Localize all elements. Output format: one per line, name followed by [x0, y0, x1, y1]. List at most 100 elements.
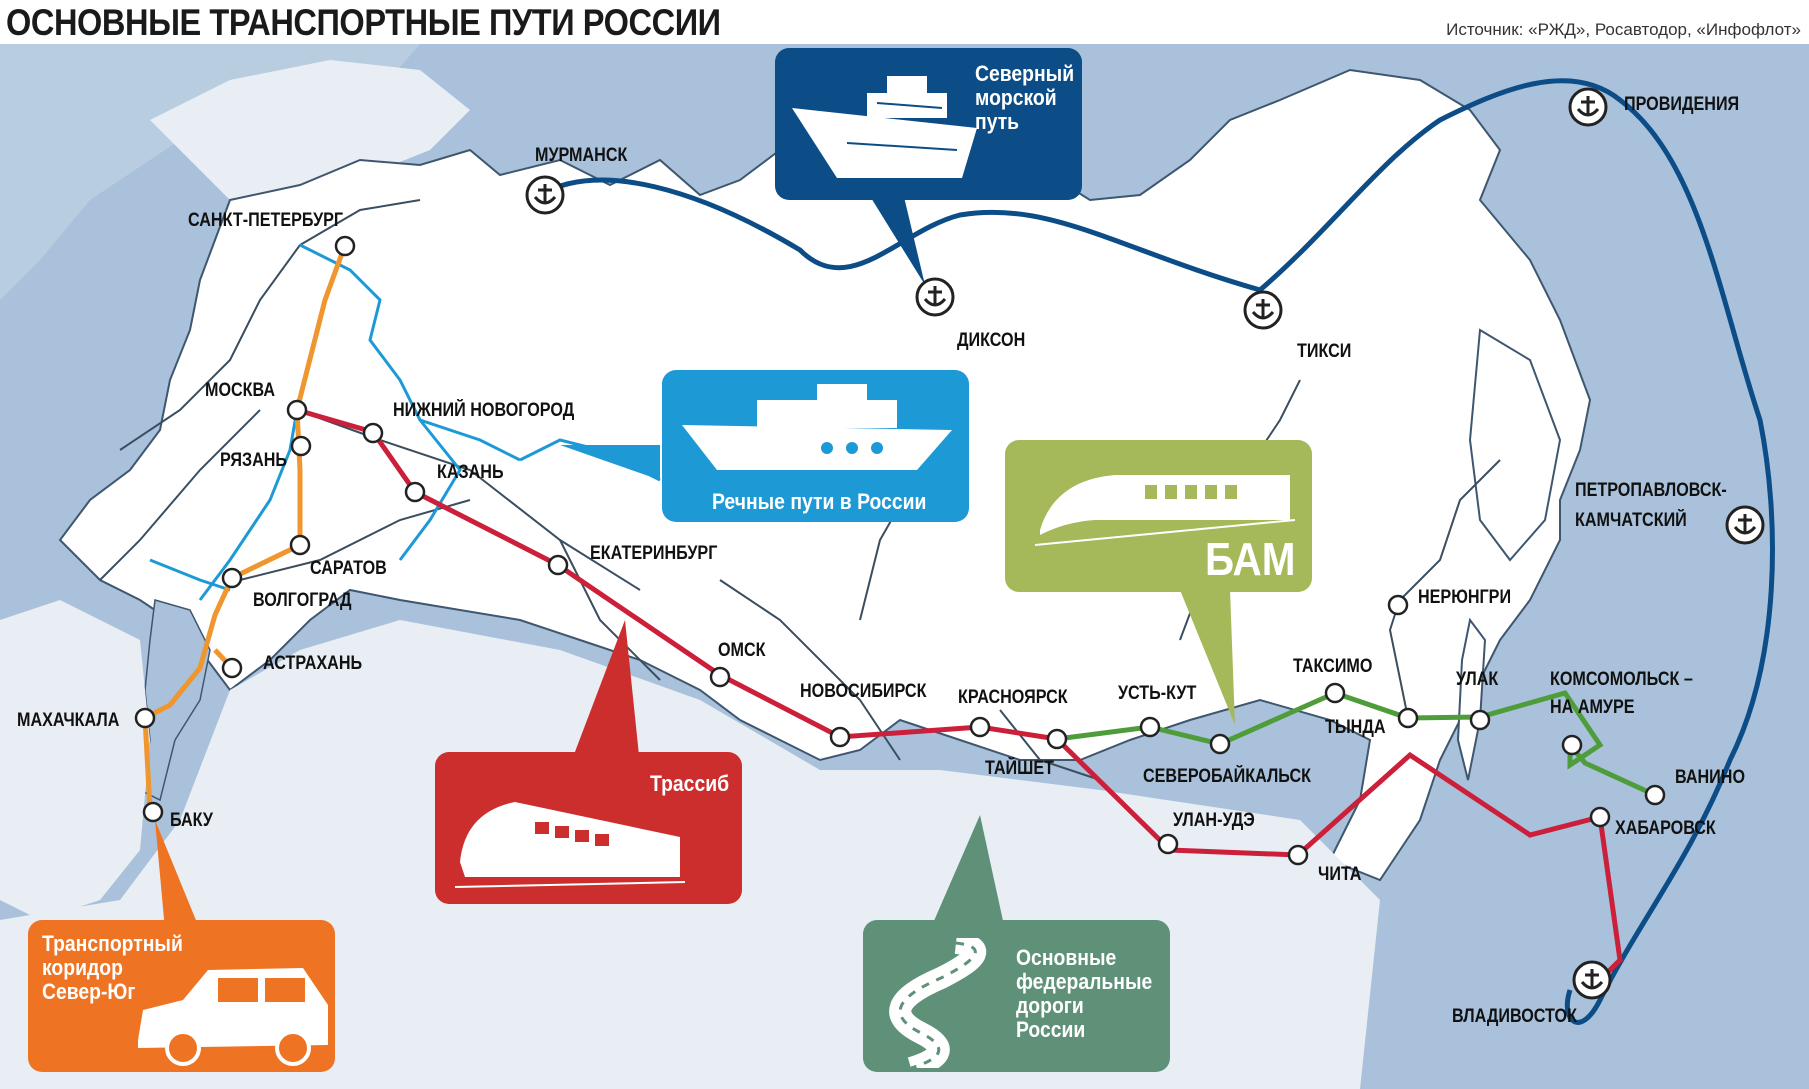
northern-sea-route-label: Северный морской путь — [975, 61, 1075, 134]
river-cruise-ship-icon — [682, 384, 952, 470]
river-segment — [149, 558, 231, 592]
station-krasnoyarsk-icon — [969, 716, 991, 738]
station-ulan-ude-icon — [1157, 833, 1179, 855]
transsib-label: Трассиб — [650, 771, 730, 796]
station-nizhny-icon — [362, 422, 384, 444]
city-label-ulan-ude: УЛАН-УДЭ — [1173, 810, 1255, 831]
city-label-taishet: ТАЙШЕТ — [985, 758, 1054, 779]
river-segment — [198, 409, 299, 601]
city-label-volgograd: ВОЛГОГРАД — [253, 590, 352, 611]
north-south-pointer — [155, 820, 200, 930]
city-label-astrakhan: АСТРАХАНЬ — [263, 653, 363, 674]
station-komsomolsk-icon — [1561, 734, 1583, 756]
road-segment — [559, 539, 661, 681]
station-ulak-icon — [1469, 709, 1491, 731]
transsib-box: Трассиб — [435, 752, 742, 904]
city-label-krasnoyarsk: КРАСНОЯРСК — [958, 687, 1068, 708]
station-moscow-icon — [286, 399, 308, 421]
station-vanino-icon — [1644, 784, 1666, 806]
caucasus-area — [0, 600, 150, 920]
city-label-makhachkala: МАХАЧКАЛА — [17, 710, 120, 731]
city-label-taksimo: ТАКСИМО — [1293, 656, 1373, 677]
road-segment — [296, 409, 641, 591]
station-novosibirsk-icon — [829, 726, 851, 748]
road-segment — [99, 409, 261, 581]
city-label-khabarovsk: ХАБАРОВСК — [1615, 818, 1716, 839]
scandinavia-land — [150, 60, 470, 215]
road-segment — [299, 199, 421, 246]
port-vladivostok-anchor-icon — [1572, 960, 1612, 1000]
car-icon — [138, 968, 328, 1066]
bam-pointer — [1180, 590, 1235, 725]
road-segment — [999, 709, 1101, 781]
city-label-kazan: КАЗАНЬ — [437, 462, 504, 483]
stations — [134, 235, 1666, 866]
station-tynda-icon — [1397, 707, 1419, 729]
city-label-ryazan: РЯЗАНЬ — [220, 450, 288, 471]
transsib-pointer — [570, 620, 640, 765]
city-label-ulak: УЛАК — [1456, 669, 1499, 690]
rivers-box: Речные пути в России — [662, 370, 969, 522]
station-spb-icon — [334, 235, 356, 257]
city-label-vladivostok: ВЛАДИВОСТОК — [1452, 1006, 1577, 1027]
bam-box: БАМ — [1005, 440, 1312, 592]
nsr-pointer — [860, 180, 925, 285]
northern-sea-route-line — [538, 78, 1775, 1025]
northern-sea-route-box: Северный морской путь — [775, 48, 1082, 200]
station-saratov-icon — [289, 534, 311, 556]
port-tiksi-anchor-icon — [1243, 290, 1283, 330]
port-petropavlovsk-anchor-icon — [1725, 505, 1765, 545]
train-icon — [455, 802, 685, 888]
roads-label: Основные федеральные дороги России — [1016, 945, 1153, 1042]
city-label-moscow: МОСКВА — [205, 380, 276, 401]
station-taishet-icon — [1046, 728, 1068, 750]
source-note: Источник: «РЖД», Росавтодор, «Инфофлот» — [1446, 20, 1801, 39]
road-segment — [719, 579, 901, 761]
bam-label: БАМ — [1205, 533, 1296, 585]
city-label-tiksi: ТИКСИ — [1297, 341, 1352, 362]
city-label-severobaikalsk: СЕВЕРОБАЙКАЛЬСК — [1143, 766, 1312, 787]
north-south-box: Транспортный коридор Север-Юг — [28, 920, 335, 1072]
city-label-chita: ЧИТА — [1318, 864, 1362, 885]
city-label-baku: БАКУ — [170, 810, 213, 831]
station-ekaterinburg-icon — [547, 554, 569, 576]
station-taksimo-icon — [1324, 682, 1346, 704]
city-label-spb: САНКТ-ПЕТЕРБУРГ — [188, 210, 344, 231]
city-label-saratov: САРАТОВ — [310, 558, 387, 579]
river-pointer — [560, 445, 660, 480]
road-segment — [119, 244, 301, 451]
city-label-omsk: ОМСК — [718, 640, 766, 661]
roads-box: Основные федеральные дороги России — [863, 920, 1170, 1072]
station-chita-icon — [1287, 844, 1309, 866]
city-label-petropavlovsk-1: ПЕТРОПАВЛОВСК- — [1575, 480, 1727, 501]
icebreaker-ship-icon — [792, 76, 977, 178]
station-omsk-icon — [709, 666, 731, 688]
station-ryazan-icon — [290, 435, 312, 457]
city-label-komsomolsk-2: НА АМУРЕ — [1550, 697, 1635, 718]
station-ust-kut-icon — [1139, 716, 1161, 738]
sakhalin-land — [1456, 617, 1487, 781]
station-severobaikalsk-icon — [1209, 733, 1231, 755]
city-label-ust-kut: УСТЬ-КУТ — [1118, 683, 1197, 704]
city-label-tynda: ТЫНДА — [1325, 717, 1386, 738]
station-kazan-icon — [404, 481, 426, 503]
city-label-petropavlovsk-2: КАМЧАТСКИЙ — [1575, 510, 1687, 531]
station-astrakhan-icon — [221, 657, 243, 679]
station-makhachkala-icon — [134, 707, 156, 729]
port-murmansk-anchor-icon — [525, 175, 565, 215]
roads-pointer — [930, 815, 1005, 930]
city-label-provideniya: ПРОВИДЕНИЯ — [1624, 94, 1740, 115]
station-volgograd-icon — [221, 567, 243, 589]
city-label-neryungri: НЕРЮНГРИ — [1418, 587, 1512, 608]
road-segment — [1399, 459, 1501, 601]
page-title: ОСНОВНЫЕ ТРАНСПОРТНЫЕ ПУТИ РОССИИ — [6, 2, 721, 43]
ports — [525, 87, 1765, 1000]
river-segment — [398, 419, 462, 561]
north-south-label: Транспортный коридор Север-Юг — [42, 931, 183, 1004]
city-label-vanino: ВАНИНО — [1675, 767, 1746, 788]
river-segment — [299, 243, 521, 462]
port-dikson-anchor-icon — [915, 277, 955, 317]
winding-road-icon — [889, 938, 987, 1068]
city-label-nizhny: НИЖНИЙ НОВОГОРОД — [393, 400, 575, 421]
